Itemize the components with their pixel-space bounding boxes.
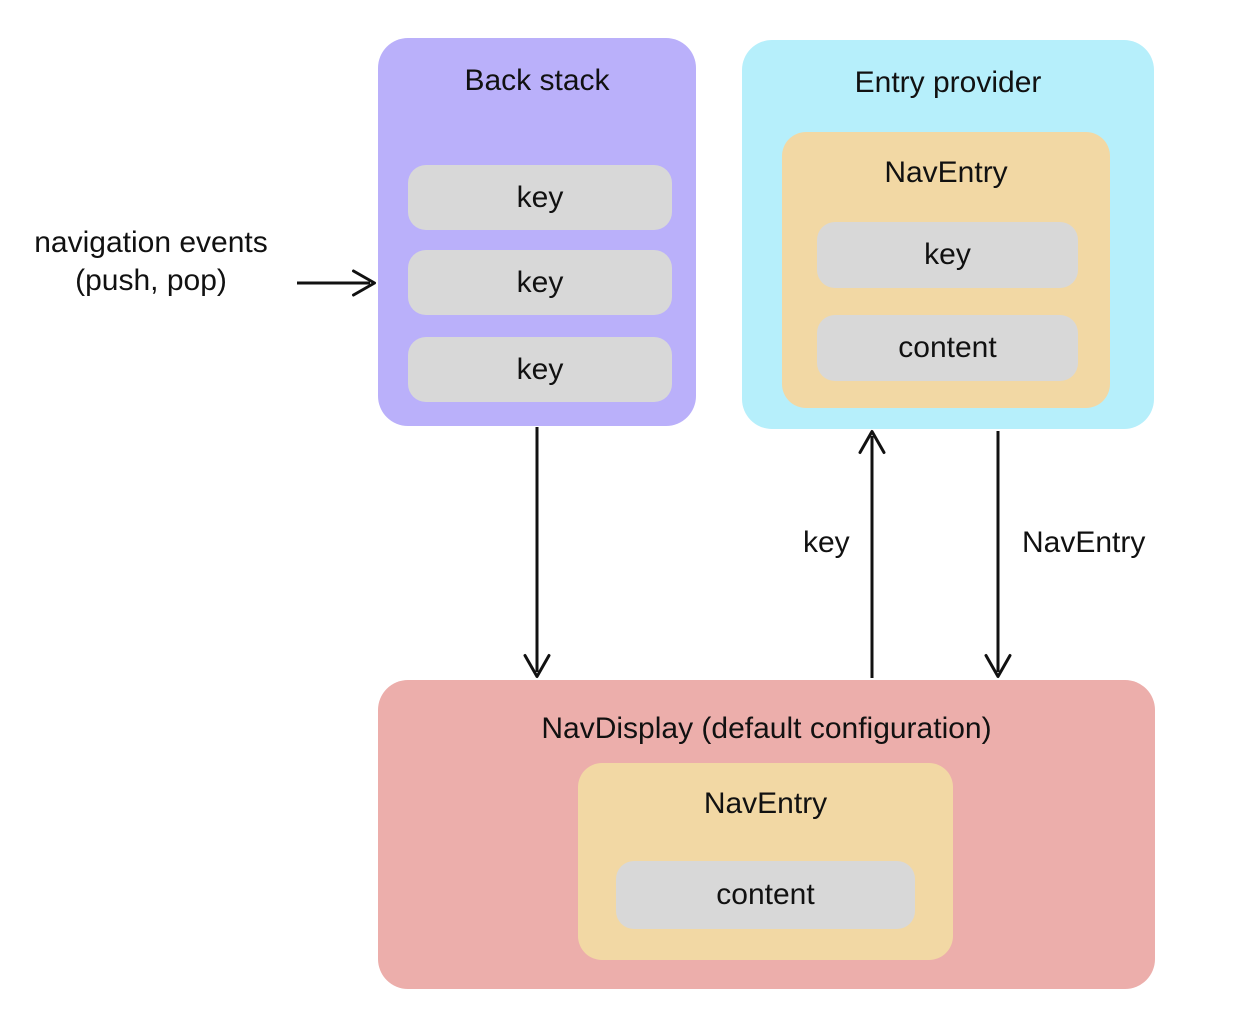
entry-provider-naventry-title: NavEntry [884, 156, 1008, 189]
key-arrow-label: key [803, 526, 850, 559]
navigation-events-line1: navigation events [34, 226, 268, 259]
nav-display-naventry-title: NavEntry [703, 787, 828, 820]
nav-display-naventry-box: NavEntry content [578, 763, 953, 960]
entry-provider-title: Entry provider [854, 66, 1042, 99]
naventry-arrow-label: NavEntry [1022, 526, 1146, 559]
back-stack-key-pill: key [408, 165, 672, 230]
back-stack-key-pill: key [408, 337, 672, 402]
back-stack-box: Back stack key key key [378, 38, 696, 426]
entry-provider-key-pill: key [817, 222, 1078, 288]
entry-provider-box: Entry provider NavEntry key content [742, 40, 1154, 429]
nav-display-title: NavDisplay (default configuration) [541, 712, 992, 745]
navigation-events-line2: (push, pop) [75, 264, 227, 297]
nav-display-content-pill: content [616, 861, 915, 929]
entry-provider-naventry-box: NavEntry key content [782, 132, 1110, 408]
navigation-events-label: navigation events (push, pop) [0, 224, 302, 300]
back-stack-title: Back stack [464, 64, 610, 97]
back-stack-key-pill: key [408, 250, 672, 315]
entry-provider-content-pill: content [817, 315, 1078, 381]
nav-display-box: NavDisplay (default configuration) NavEn… [378, 680, 1155, 989]
